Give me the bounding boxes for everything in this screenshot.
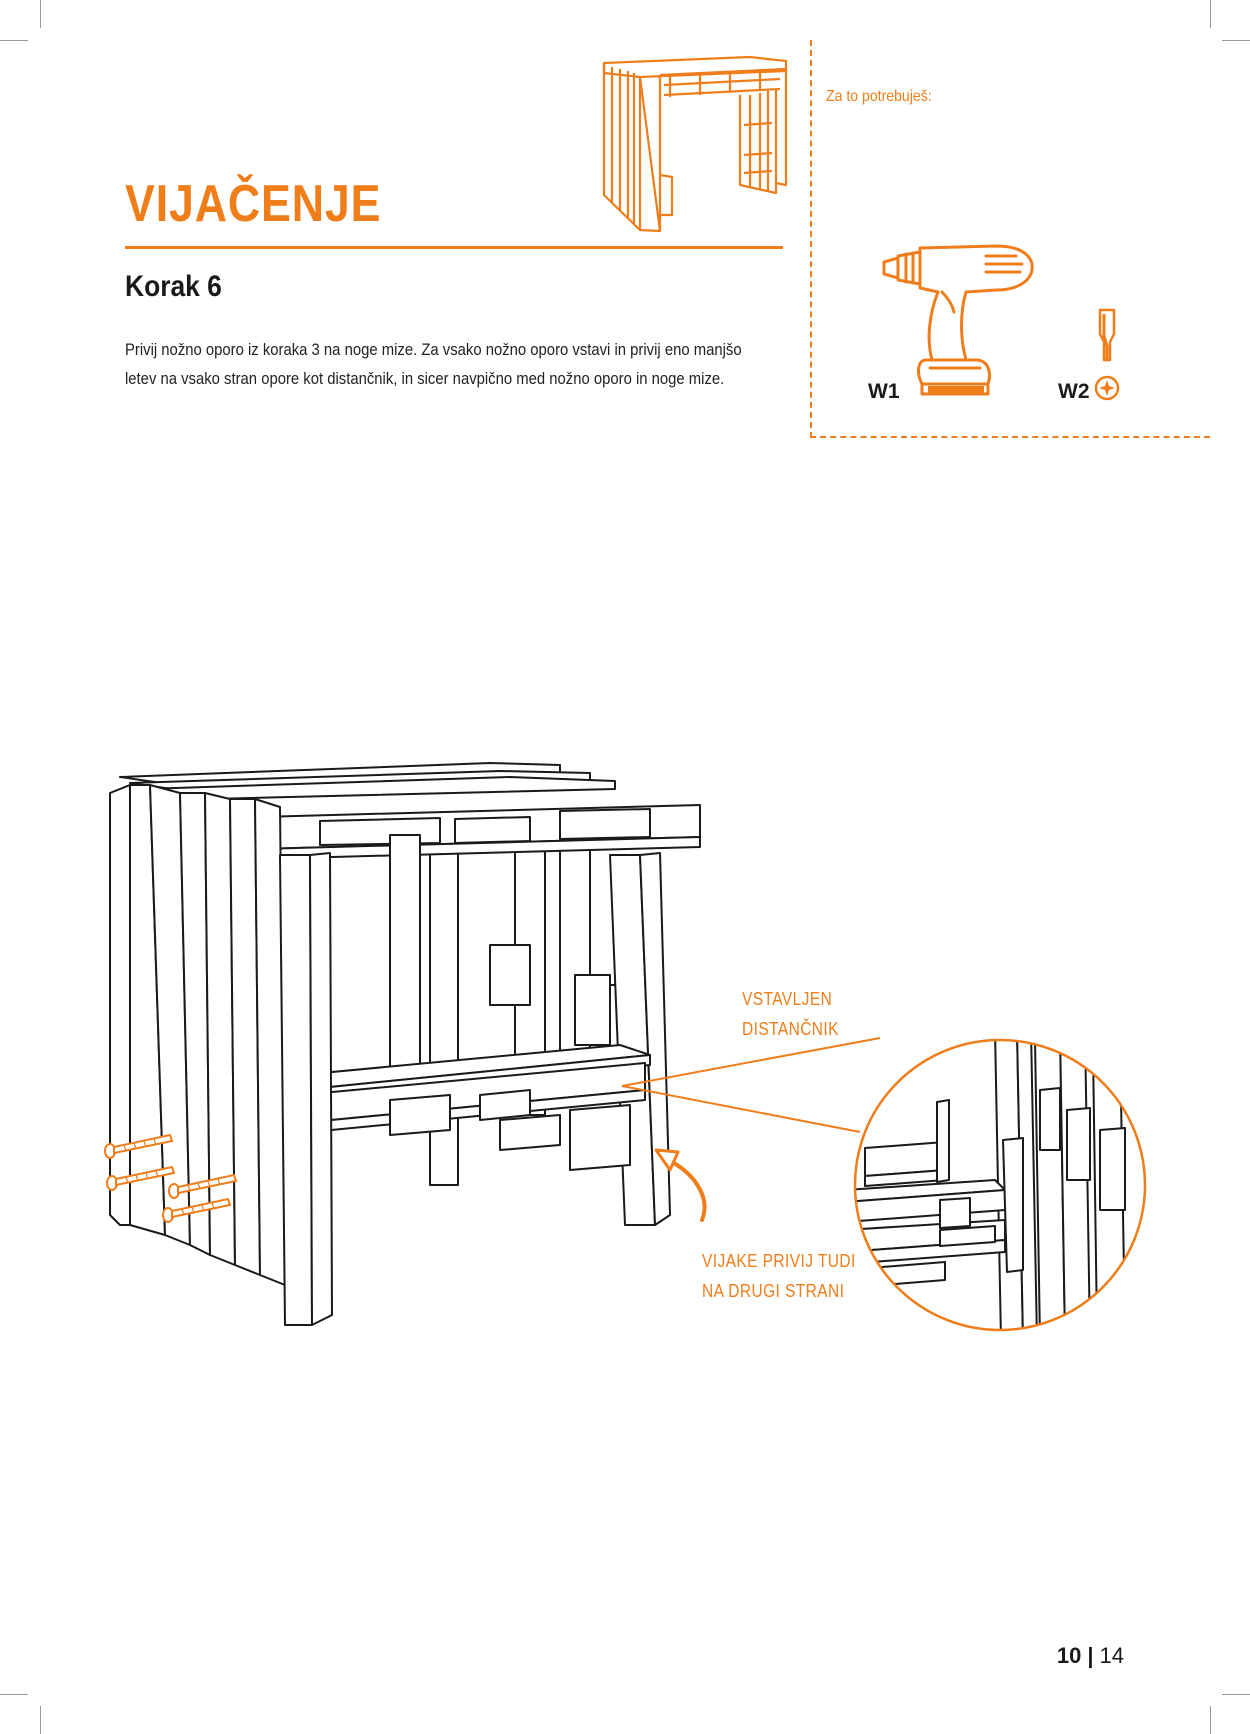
- tools-panel: [810, 40, 1210, 438]
- step-text-line: Privij nožno oporo iz koraka 3 na noge m…: [125, 341, 742, 359]
- cordless-drill-icon: [882, 244, 1034, 396]
- torx-bit-icon: [1094, 308, 1120, 401]
- current-page: 10: [1056, 1643, 1082, 1668]
- crop-mark: [0, 40, 28, 41]
- tool-code-w1: W1: [868, 380, 900, 403]
- callout-line: NA DRUGI STRANI: [702, 1281, 845, 1301]
- detail-zoom-lines: [621, 1037, 881, 1222]
- step-title: Korak 6: [125, 270, 222, 303]
- assembly-illustration: [104, 762, 701, 1326]
- page-separator: |: [1087, 1643, 1094, 1668]
- crop-mark: [1210, 1706, 1211, 1734]
- total-pages: 14: [1099, 1643, 1124, 1668]
- crop-mark: [40, 0, 41, 28]
- crop-mark: [1222, 40, 1250, 41]
- step-instructions: Privij nožno oporo iz koraka 3 na noge m…: [125, 336, 755, 394]
- crop-mark: [40, 1706, 41, 1734]
- section-title: VIJAČENJE: [125, 175, 382, 233]
- title-divider: [125, 246, 783, 249]
- tools-heading: Za to potrebuješ:: [826, 88, 932, 105]
- finished-table-thumbnail: [602, 55, 788, 233]
- crop-mark: [0, 1694, 28, 1695]
- callout-other-side: VIJAKE PRIVIJ TUDI NA DRUGI STRANI: [702, 1246, 856, 1306]
- callout-inserted-spacer: VSTAVLJEN DISTANČNIK: [742, 984, 839, 1044]
- crop-mark: [1222, 1694, 1250, 1695]
- callout-line: VIJAKE PRIVIJ TUDI: [702, 1251, 856, 1271]
- page-number: 10|14: [1057, 1643, 1124, 1669]
- tool-code-w2: W2: [1058, 380, 1090, 403]
- crop-mark: [1210, 0, 1211, 28]
- step-text-line: letev na vsako stran opore kot distančni…: [125, 370, 725, 388]
- callout-line: DISTANČNIK: [742, 1019, 839, 1039]
- spacer-detail-circle: [853, 1038, 1147, 1332]
- callout-line: VSTAVLJEN: [742, 989, 833, 1009]
